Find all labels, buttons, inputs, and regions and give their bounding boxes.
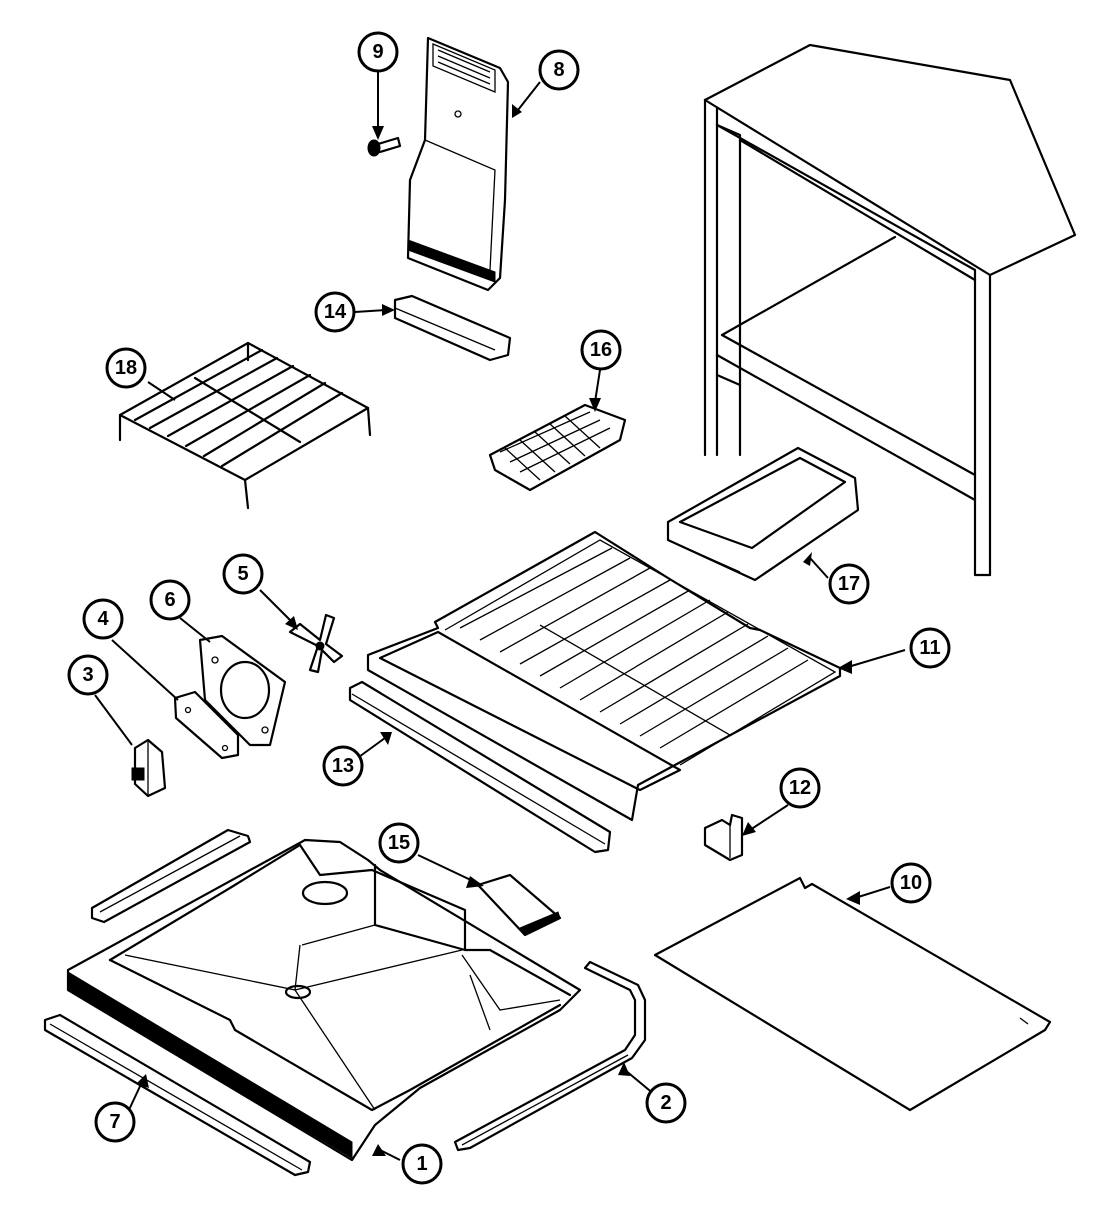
rear-rail-left <box>90 828 252 924</box>
callout-6: 6 <box>149 579 191 621</box>
callout-11: 11 <box>909 627 951 669</box>
callout-12: 12 <box>779 767 821 809</box>
callout-label: 5 <box>237 563 248 585</box>
callout-8: 8 <box>538 49 580 91</box>
motor-bracket <box>173 690 240 760</box>
fan-blade <box>288 613 344 674</box>
glass-shelf-panel <box>653 876 1052 1112</box>
cover-plate <box>476 873 562 937</box>
front-rail <box>43 1013 312 1177</box>
leader-lines <box>94 72 906 1161</box>
callout-label: 10 <box>900 872 922 894</box>
callout-18: 18 <box>105 347 147 389</box>
callout-1: 1 <box>401 1143 443 1185</box>
callout-label: 2 <box>660 1092 671 1114</box>
callout-label: 3 <box>82 664 93 686</box>
gasket-strip <box>393 294 512 362</box>
callout-2: 2 <box>645 1082 687 1124</box>
callout-16: 16 <box>580 329 622 371</box>
callout-label: 12 <box>789 777 811 799</box>
wire-shelf <box>118 341 372 510</box>
callout-4: 4 <box>82 598 124 640</box>
callout-7: 7 <box>94 1101 136 1143</box>
drain-pan-liner <box>66 838 582 1162</box>
retainer-clip <box>703 813 744 862</box>
callout-17: 17 <box>828 563 870 605</box>
callout-label: 16 <box>590 339 612 361</box>
crisper-pan <box>666 446 860 582</box>
fan-bracket <box>198 634 287 747</box>
shelf-cover-frame <box>366 530 842 822</box>
callout-3: 3 <box>67 654 109 696</box>
callout-13: 13 <box>322 745 364 787</box>
callout-5: 5 <box>222 553 264 595</box>
callout-label: 7 <box>109 1111 120 1133</box>
side-tube-rail <box>453 960 647 1152</box>
callout-label: 13 <box>332 755 354 777</box>
callout-10: 10 <box>890 862 932 904</box>
callout-label: 14 <box>324 301 347 323</box>
screw <box>367 136 402 157</box>
callout-label: 15 <box>388 832 410 854</box>
evaporator-cover <box>406 36 510 292</box>
callout-label: 17 <box>838 573 860 595</box>
front-trim-strip <box>348 680 612 854</box>
callout-9: 9 <box>357 31 399 73</box>
callout-label: 11 <box>919 637 940 659</box>
fan-motor <box>131 738 167 798</box>
callout-label: 18 <box>115 357 137 379</box>
refrigerator-cabinet <box>703 43 1077 577</box>
callout-15: 15 <box>378 822 420 864</box>
callout-label: 6 <box>164 589 175 611</box>
callout-label: 4 <box>97 608 109 630</box>
ice-cube-tray <box>488 403 627 492</box>
callout-label: 9 <box>372 41 383 63</box>
callout-label: 1 <box>416 1153 427 1175</box>
callout-label: 8 <box>553 59 564 81</box>
callout-14: 14 <box>314 291 356 333</box>
